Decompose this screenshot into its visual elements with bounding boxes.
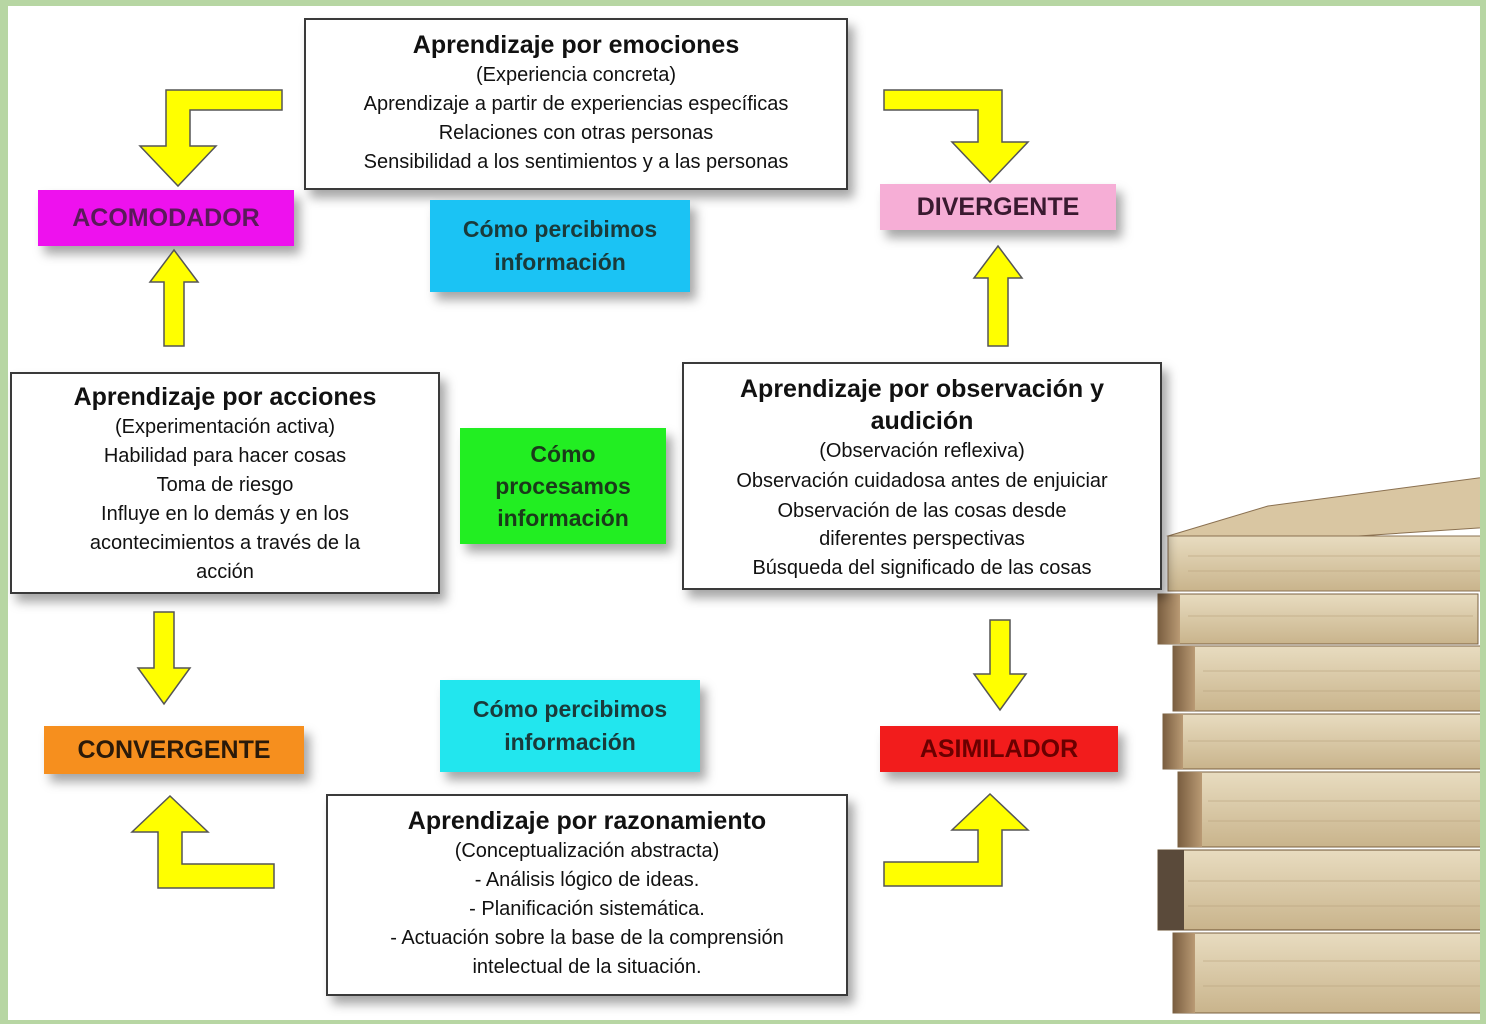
razonamiento-line: - Planificación sistemática.	[469, 898, 705, 920]
note-procesamos-line: procesamos	[495, 473, 631, 499]
observacion-title: Aprendizaje por observación y	[740, 375, 1104, 403]
acciones-line: acción	[196, 561, 254, 583]
observacion-line: Búsqueda del significado de las cosas	[752, 557, 1092, 579]
acciones-title: Aprendizaje por acciones	[73, 383, 377, 411]
tag-acomodador: ACOMODADOR	[38, 190, 294, 246]
acciones-line: Toma de riesgo	[156, 474, 294, 496]
tag-divergente: DIVERGENTE	[880, 184, 1116, 230]
razonamiento-line: intelectual de la situación.	[472, 956, 702, 978]
bent-arrow-down-left-icon	[138, 89, 283, 188]
emociones-line: Sensibilidad a los sentimientos y a las …	[363, 151, 789, 173]
observacion-line: (Observación reflexiva)	[819, 440, 1025, 462]
emociones-line: Relaciones con otras personas	[438, 122, 714, 144]
note-procesamos-line: información	[497, 505, 629, 531]
arrow-down-icon	[972, 619, 1028, 712]
bent-arrow-down-right-icon	[883, 89, 1030, 184]
acciones-line: Habilidad para hacer cosas	[103, 445, 347, 467]
note-percibimos-bottom: Cómo percibimos información	[440, 680, 700, 772]
tag-asimilador: ASIMILADOR	[880, 726, 1118, 772]
box-emociones: Aprendizaje por emociones (Experiencia c…	[304, 18, 848, 190]
note-procesamos: Cómo procesamos información	[460, 428, 666, 544]
observacion-line: Observación cuidadosa antes de enjuiciar	[736, 470, 1108, 492]
diagram-canvas: Aprendizaje por emociones (Experiencia c…	[8, 6, 1480, 1020]
tag-divergente-label: DIVERGENTE	[916, 192, 1080, 221]
observacion-title: audición	[870, 407, 974, 435]
note-percibimos-bottom-line: Cómo percibimos	[472, 696, 668, 722]
acciones-line: Influye en lo demás y en los	[101, 503, 349, 525]
acciones-line: acontecimientos a través de la	[89, 532, 361, 554]
box-observacion: Aprendizaje por observación y audición (…	[682, 362, 1162, 590]
note-percibimos-top: Cómo percibimos información	[430, 200, 690, 292]
tag-asimilador-label: ASIMILADOR	[919, 734, 1079, 763]
tag-convergente-label: CONVERGENTE	[77, 735, 271, 764]
box-razonamiento: Aprendizaje por razonamiento (Conceptual…	[326, 794, 848, 996]
razonamiento-line: - Actuación sobre la base de la comprens…	[390, 927, 784, 949]
emociones-title: Aprendizaje por emociones	[412, 31, 740, 59]
razonamiento-line: (Conceptualización abstracta)	[454, 840, 720, 862]
note-percibimos-top-line: información	[494, 249, 626, 275]
bent-arrow-up-right-icon	[883, 792, 1030, 887]
emociones-line: Aprendizaje a partir de experiencias esp…	[363, 93, 789, 115]
observacion-line: diferentes perspectivas	[819, 528, 1025, 550]
acciones-line: (Experimentación activa)	[114, 416, 336, 438]
tag-acomodador-label: ACOMODADOR	[72, 203, 260, 232]
arrow-up-icon	[972, 244, 1024, 347]
arrow-down-icon	[136, 611, 192, 706]
observacion-line: Observación de las cosas desde	[777, 500, 1067, 522]
razonamiento-title: Aprendizaje por razonamiento	[407, 807, 767, 835]
books-stack-icon	[1157, 477, 1480, 1014]
bent-arrow-up-left-icon	[130, 794, 275, 889]
note-percibimos-bottom-line: información	[504, 729, 636, 755]
razonamiento-line: - Análisis lógico de ideas.	[474, 869, 700, 891]
box-acciones: Aprendizaje por acciones (Experimentació…	[10, 372, 440, 594]
tag-convergente: CONVERGENTE	[44, 726, 304, 774]
emociones-line: (Experiencia concreta)	[475, 64, 677, 86]
note-procesamos-line: Cómo	[530, 441, 596, 467]
arrow-up-icon	[148, 248, 200, 347]
note-percibimos-top-line: Cómo percibimos	[462, 216, 658, 242]
